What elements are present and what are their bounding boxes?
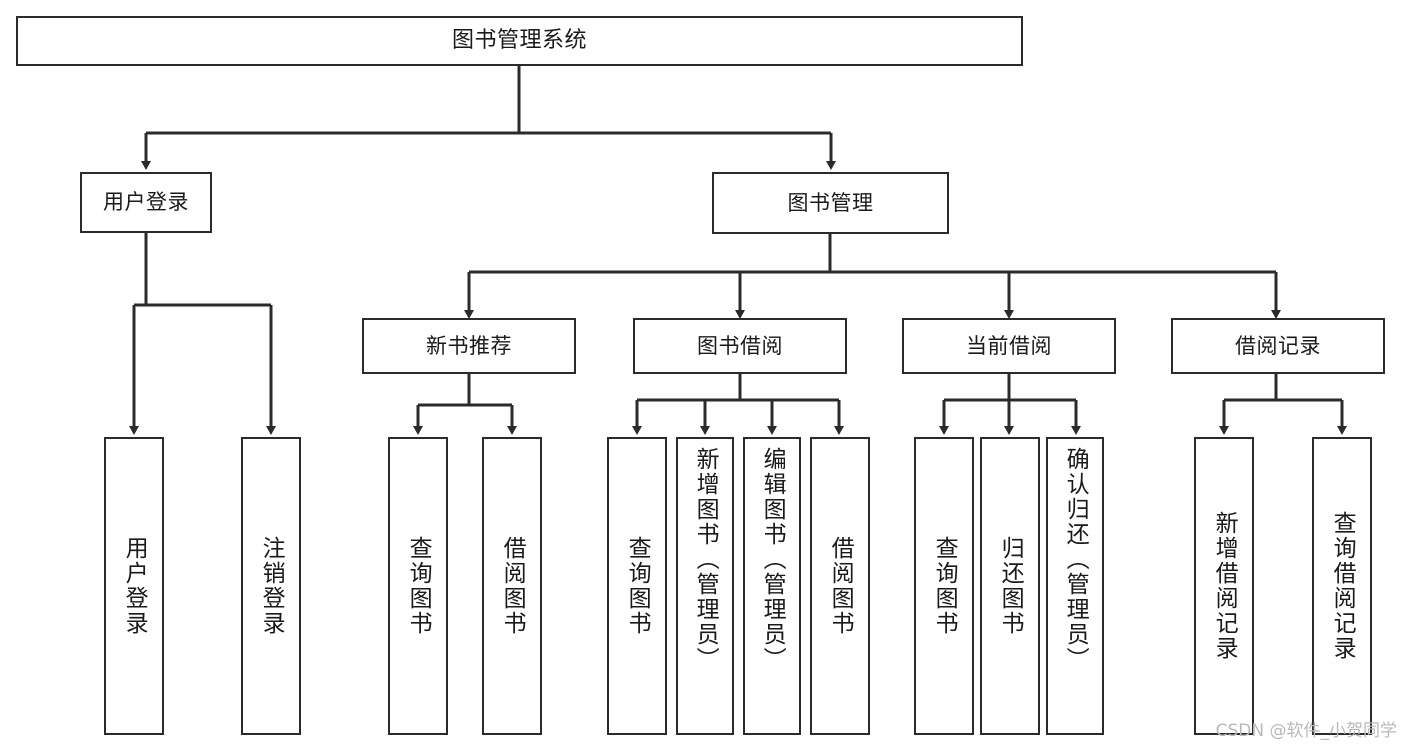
node-label: 归还图书	[997, 536, 1024, 636]
node-label: 图书管理	[787, 190, 874, 215]
node-leaf-user-login[interactable]: 用户登录	[104, 437, 164, 735]
node-leaf-add-borrow-record[interactable]: 新增借阅记录	[1194, 437, 1254, 735]
node-leaf-query-book-current[interactable]: 查询图书	[914, 437, 974, 735]
node-borrow-record[interactable]: 借阅记录	[1171, 318, 1385, 374]
node-label: 用户登录	[121, 536, 148, 636]
node-book-borrow[interactable]: 图书借阅	[633, 318, 847, 374]
node-leaf-query-book-borrow[interactable]: 查询图书	[607, 437, 667, 735]
node-label: 查询图书	[405, 536, 432, 636]
node-leaf-edit-book-admin[interactable]: 编辑图书（管理员）	[743, 437, 801, 735]
node-current-borrow[interactable]: 当前借阅	[902, 318, 1116, 374]
node-user-login[interactable]: 用户登录	[80, 172, 212, 233]
node-label: 用户登录	[103, 190, 189, 215]
node-label: 确认归还（管理员）	[1062, 447, 1089, 672]
csdn-watermark: CSDN @软件_小贺同学	[1215, 721, 1397, 741]
node-leaf-add-book-admin[interactable]: 新增图书（管理员）	[676, 437, 734, 735]
node-label: 编辑图书（管理员）	[759, 447, 786, 672]
node-label: 图书管理系统	[451, 28, 587, 54]
node-leaf-borrow-book-recommend[interactable]: 借阅图书	[482, 437, 542, 735]
node-label: 新增借阅记录	[1211, 511, 1238, 661]
node-leaf-query-book-recommend[interactable]: 查询图书	[388, 437, 448, 735]
node-leaf-confirm-return-admin[interactable]: 确认归还（管理员）	[1046, 437, 1104, 735]
node-new-book-recommend[interactable]: 新书推荐	[362, 318, 576, 374]
node-label: 查询借阅记录	[1329, 511, 1356, 661]
node-book-management[interactable]: 图书管理	[712, 172, 949, 234]
node-label: 新增图书（管理员）	[692, 447, 719, 672]
node-leaf-borrow-book-borrow[interactable]: 借阅图书	[810, 437, 870, 735]
node-label: 查询图书	[624, 536, 651, 636]
node-label: 当前借阅	[966, 333, 1052, 358]
node-label: 图书借阅	[697, 333, 783, 358]
node-root-book-management-system[interactable]: 图书管理系统	[16, 16, 1023, 66]
node-label: 借阅图书	[827, 536, 854, 636]
node-label: 新书推荐	[426, 333, 512, 358]
node-leaf-return-book[interactable]: 归还图书	[980, 437, 1040, 735]
node-leaf-query-borrow-record[interactable]: 查询借阅记录	[1312, 437, 1372, 735]
node-label: 查询图书	[931, 536, 958, 636]
node-label: 借阅记录	[1235, 333, 1321, 358]
node-label: 注销登录	[258, 536, 285, 636]
node-label: 借阅图书	[499, 536, 526, 636]
node-leaf-logout-login[interactable]: 注销登录	[241, 437, 301, 735]
